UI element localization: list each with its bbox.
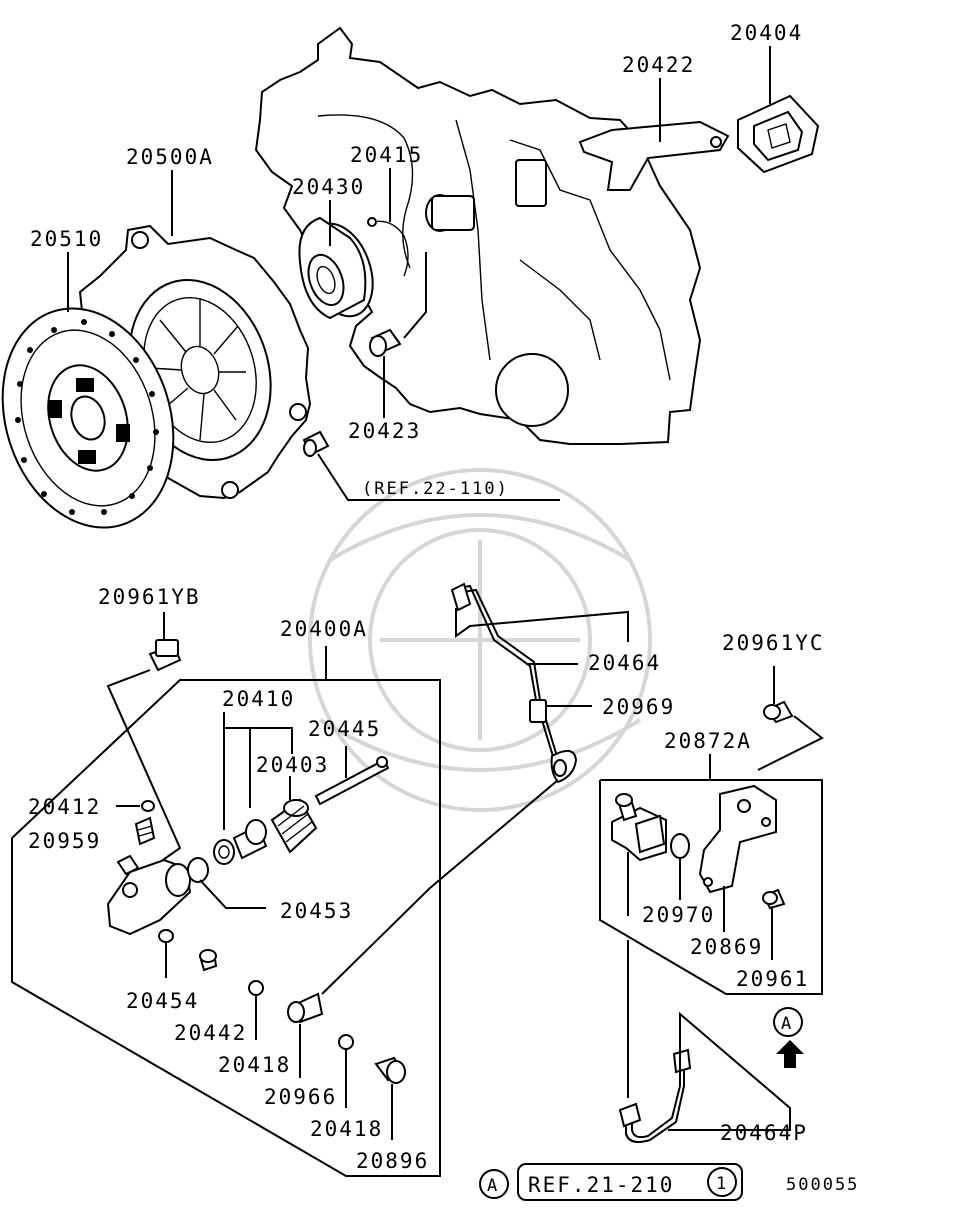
label-20445: 20445 bbox=[308, 717, 381, 741]
part-slave-cylinder-body bbox=[106, 854, 192, 936]
label-20412: 20412 bbox=[28, 795, 101, 819]
footer-ref-number: 1 bbox=[716, 1174, 728, 1194]
part-20969-clamp bbox=[529, 699, 592, 723]
label-20969: 20969 bbox=[602, 695, 675, 719]
part-20403-boot bbox=[270, 776, 318, 854]
part-20961YC-bolt bbox=[757, 666, 824, 771]
label-20454: 20454 bbox=[126, 989, 199, 1013]
part-master-cylinder bbox=[611, 793, 667, 916]
label-20961YB: 20961YB bbox=[98, 585, 201, 609]
label-20400A: 20400A bbox=[280, 617, 368, 641]
assembly-20872A-frame bbox=[599, 754, 823, 995]
label-20418-b: 20418 bbox=[310, 1117, 383, 1141]
disc-rivets bbox=[15, 319, 159, 515]
label-20464: 20464 bbox=[588, 651, 661, 675]
marker-a-arrow bbox=[776, 1040, 804, 1068]
part-20418-washer-a bbox=[248, 980, 264, 1040]
part-20966-union bbox=[287, 887, 431, 1078]
part-20453-piston-cup bbox=[187, 857, 266, 909]
part-20442-spacer bbox=[198, 949, 218, 972]
part-20961YB-bolt bbox=[106, 612, 182, 863]
label-20453: 20453 bbox=[280, 899, 353, 923]
label-20961YC: 20961YC bbox=[722, 631, 825, 655]
marker-a: A bbox=[773, 1007, 803, 1037]
label-20430: 20430 bbox=[292, 175, 365, 199]
part-20423-pivot bbox=[369, 252, 427, 418]
part-20970-o-ring bbox=[670, 833, 690, 900]
ref-22-110-pin bbox=[302, 430, 560, 501]
labels: 20404 20422 20500A 20415 20430 20510 204… bbox=[28, 21, 825, 1173]
part-20869-bracket bbox=[698, 784, 777, 932]
part-20422-release-fork bbox=[578, 78, 730, 191]
label-20415: 20415 bbox=[350, 143, 423, 167]
part-20896-bolt bbox=[374, 1056, 406, 1140]
part-20445-push-rod bbox=[314, 746, 390, 806]
part-20430-release-bearing bbox=[298, 200, 374, 320]
part-20454-nut bbox=[158, 929, 174, 978]
part-20415-clip bbox=[367, 168, 409, 277]
label-20872A: 20872A bbox=[664, 729, 752, 753]
diagram-id: 500055 bbox=[786, 1175, 859, 1195]
label-20418-a: 20418 bbox=[218, 1053, 291, 1077]
label-20896: 20896 bbox=[356, 1149, 429, 1173]
part-20412-cap bbox=[116, 800, 155, 812]
part-20410-repair-kit bbox=[213, 712, 293, 865]
label-20410: 20410 bbox=[222, 687, 295, 711]
label-20403: 20403 bbox=[256, 753, 329, 777]
label-20966: 20966 bbox=[264, 1085, 337, 1109]
part-20464-clutch-pipe bbox=[429, 582, 629, 889]
label-20422: 20422 bbox=[622, 53, 695, 77]
part-20510-clutch-disc bbox=[1, 252, 175, 529]
part-20464P-pipe bbox=[618, 940, 791, 1143]
footer-ref-21-210: REF.21-210 bbox=[528, 1173, 674, 1197]
assembly-20400A-frame bbox=[11, 646, 441, 1177]
label-20510: 20510 bbox=[30, 227, 103, 251]
label-20442: 20442 bbox=[174, 1021, 247, 1045]
label-20869: 20869 bbox=[690, 935, 763, 959]
footer-marker-a: A bbox=[487, 1176, 499, 1196]
label-20500A: 20500A bbox=[126, 145, 214, 169]
part-20404-boot bbox=[737, 46, 820, 174]
part-20961-bolt bbox=[762, 888, 786, 960]
part-20959-bleeder bbox=[134, 816, 156, 846]
footer-reference: A REF.21-210 1 500055 bbox=[479, 1163, 859, 1201]
label-ref-22-110: (REF.22-110) bbox=[362, 479, 509, 499]
part-20418-washer-b bbox=[338, 1034, 354, 1108]
marker-a-letter: A bbox=[781, 1014, 793, 1034]
label-20464P: 20464P bbox=[720, 1121, 808, 1145]
label-20959: 20959 bbox=[28, 829, 101, 853]
label-20970: 20970 bbox=[642, 903, 715, 927]
label-20961: 20961 bbox=[736, 967, 809, 991]
label-20423: 20423 bbox=[348, 419, 421, 443]
watermark-emblem bbox=[308, 468, 652, 812]
label-20404: 20404 bbox=[730, 21, 803, 45]
transmission-case bbox=[254, 26, 702, 445]
